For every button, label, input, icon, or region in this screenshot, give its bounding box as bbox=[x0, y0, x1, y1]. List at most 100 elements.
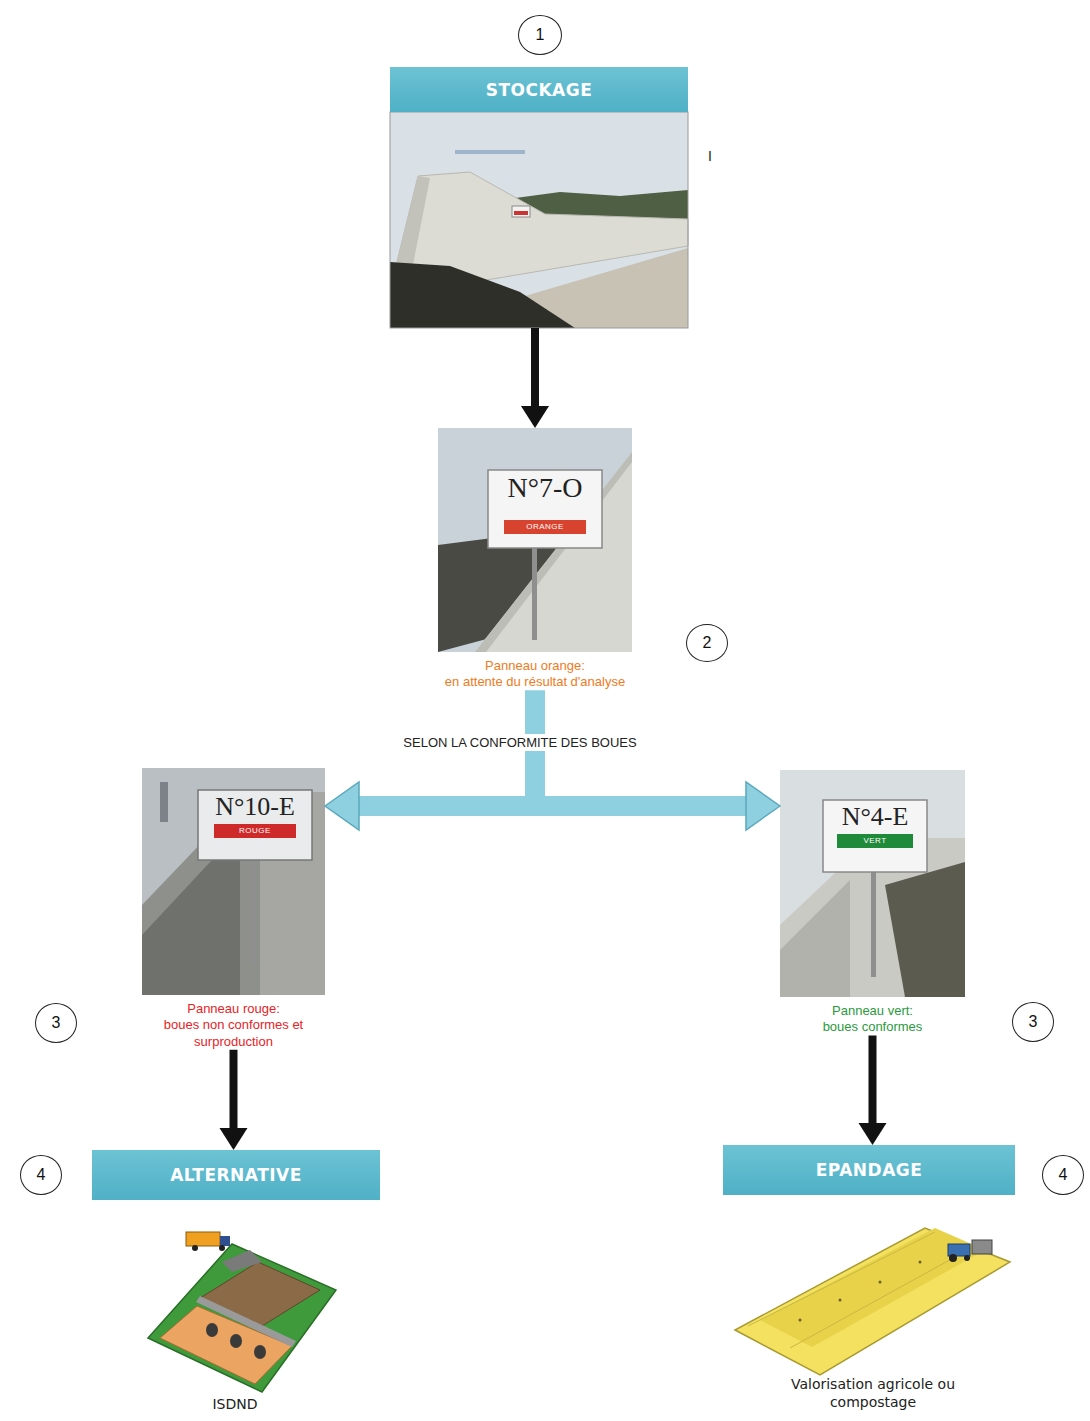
compost-heap bbox=[885, 862, 965, 997]
sign-caption: Panneau rouge:boues non conformes et sur… bbox=[145, 1001, 323, 1050]
sky bbox=[780, 770, 965, 997]
arrow-head bbox=[521, 406, 549, 428]
photo-frame bbox=[438, 428, 632, 652]
sign-panel bbox=[198, 790, 312, 860]
field-dot bbox=[799, 1319, 802, 1322]
field-stripe bbox=[760, 1228, 985, 1347]
truck-cab bbox=[220, 1236, 230, 1246]
arrow-head bbox=[325, 782, 359, 830]
small-sign-plate bbox=[514, 211, 528, 215]
callout-number: 2 bbox=[703, 635, 712, 651]
callout-circle: 3 bbox=[1012, 1002, 1054, 1042]
arrow-head bbox=[859, 1123, 887, 1145]
note-label: ISDND bbox=[160, 1396, 310, 1414]
small-sign bbox=[512, 206, 530, 217]
stage-band: STOCKAGE bbox=[390, 67, 688, 328]
sign-number: N°4-E bbox=[823, 804, 927, 830]
landfill-cell-lower bbox=[160, 1306, 292, 1384]
landfill-ramp bbox=[222, 1250, 262, 1272]
tractor-wheel bbox=[949, 1254, 957, 1262]
callout-circle: 4 bbox=[20, 1155, 62, 1195]
arrow-shaft bbox=[531, 328, 539, 406]
sign-panel bbox=[823, 800, 927, 872]
spreader bbox=[972, 1240, 992, 1254]
split-arrow bbox=[325, 691, 535, 831]
label-patch: SELON LA CONFORMITE DES BOUES bbox=[399, 734, 640, 751]
callout-number: 4 bbox=[37, 1167, 46, 1183]
field-furrow bbox=[748, 1232, 935, 1326]
landfill-illustration bbox=[148, 1232, 336, 1392]
sign-post bbox=[251, 860, 256, 965]
landfill-wall bbox=[196, 1296, 296, 1347]
sign-number: N°7-O bbox=[488, 474, 602, 502]
arrow-head bbox=[220, 1128, 248, 1150]
note-label: SELON LA CONFORMITE DES BOUES bbox=[355, 735, 685, 751]
callout-circle: 3 bbox=[35, 1003, 77, 1043]
sign-caption: Panneau vert:boues conformes bbox=[823, 1003, 923, 1036]
caption-heading: Panneau rouge: bbox=[145, 1001, 323, 1017]
cloud bbox=[455, 150, 525, 154]
arrow-shaft bbox=[230, 1050, 238, 1128]
photo-border bbox=[390, 112, 688, 328]
callout-number: 1 bbox=[536, 27, 545, 43]
callout-circle: 2 bbox=[686, 624, 728, 662]
sign-color-plate: ORANGE bbox=[504, 520, 586, 534]
sign-color-plate: VERT bbox=[837, 834, 913, 848]
stage-band: EPANDAGE bbox=[723, 1145, 1015, 1195]
sign-post bbox=[871, 872, 876, 977]
arrow-head bbox=[746, 782, 780, 830]
sign-post bbox=[532, 548, 537, 640]
sign-photo-green bbox=[780, 770, 965, 997]
stray-mark: I bbox=[700, 148, 720, 166]
sign-photo: N°4-E VERT Panneau vert:boues conformes bbox=[780, 770, 965, 1036]
caption-heading: Panneau orange: bbox=[445, 658, 625, 674]
field-dot bbox=[839, 1299, 842, 1302]
sky bbox=[142, 768, 325, 995]
landfill-base bbox=[148, 1244, 336, 1392]
caption-heading: Panneau vert: bbox=[823, 1003, 923, 1019]
slope-edge bbox=[475, 452, 632, 652]
truck-body bbox=[186, 1232, 220, 1246]
concrete-slope bbox=[475, 452, 632, 652]
caption-body: en attente du résultat d'analyse bbox=[445, 674, 625, 690]
arrow-shaft bbox=[869, 1036, 877, 1124]
band-header: EPANDAGE bbox=[723, 1145, 1015, 1195]
note-label: Valorisation agricole ou compostage bbox=[776, 1376, 970, 1411]
band-title: EPANDAGE bbox=[816, 1160, 923, 1180]
sign-panel bbox=[488, 470, 602, 548]
truck-wheel bbox=[219, 1245, 225, 1251]
sign-number: N°10-E bbox=[198, 794, 312, 820]
split-arrow bbox=[535, 691, 780, 831]
sign-caption: Panneau orange:en attente du résultat d'… bbox=[445, 658, 625, 691]
callout-number: 3 bbox=[1029, 1014, 1038, 1030]
light-tower bbox=[160, 782, 168, 822]
callout-circle: 4 bbox=[1042, 1155, 1084, 1195]
sky bbox=[438, 428, 632, 652]
flow-arrow bbox=[521, 328, 549, 428]
field-furrow bbox=[790, 1246, 975, 1348]
storage-photo bbox=[390, 112, 688, 328]
caption-body: boues non conformes et surproduction bbox=[145, 1017, 323, 1050]
callout-number: 3 bbox=[52, 1015, 61, 1031]
barrel bbox=[230, 1334, 242, 1348]
band-title: ALTERNATIVE bbox=[170, 1165, 302, 1185]
sludge-heap bbox=[390, 262, 575, 328]
field-dot bbox=[919, 1261, 922, 1264]
sky bbox=[390, 112, 688, 328]
field-illustration bbox=[735, 1228, 1010, 1375]
band-header: ALTERNATIVE bbox=[92, 1150, 380, 1200]
sign-photo-red bbox=[142, 768, 325, 995]
slope-face bbox=[780, 880, 850, 997]
field-dot bbox=[879, 1281, 882, 1284]
field bbox=[735, 1228, 1010, 1375]
band-header: STOCKAGE bbox=[390, 67, 688, 112]
truck-wheel bbox=[192, 1245, 198, 1251]
barrel bbox=[206, 1323, 218, 1337]
band-title: STOCKAGE bbox=[486, 80, 593, 100]
sign-color-plate: ROUGE bbox=[214, 824, 296, 838]
sign-photo: N°10-E ROUGE Panneau rouge:boues non confo… bbox=[142, 768, 325, 1050]
caption-body: boues conformes bbox=[823, 1019, 923, 1035]
tractor-body bbox=[948, 1244, 970, 1256]
